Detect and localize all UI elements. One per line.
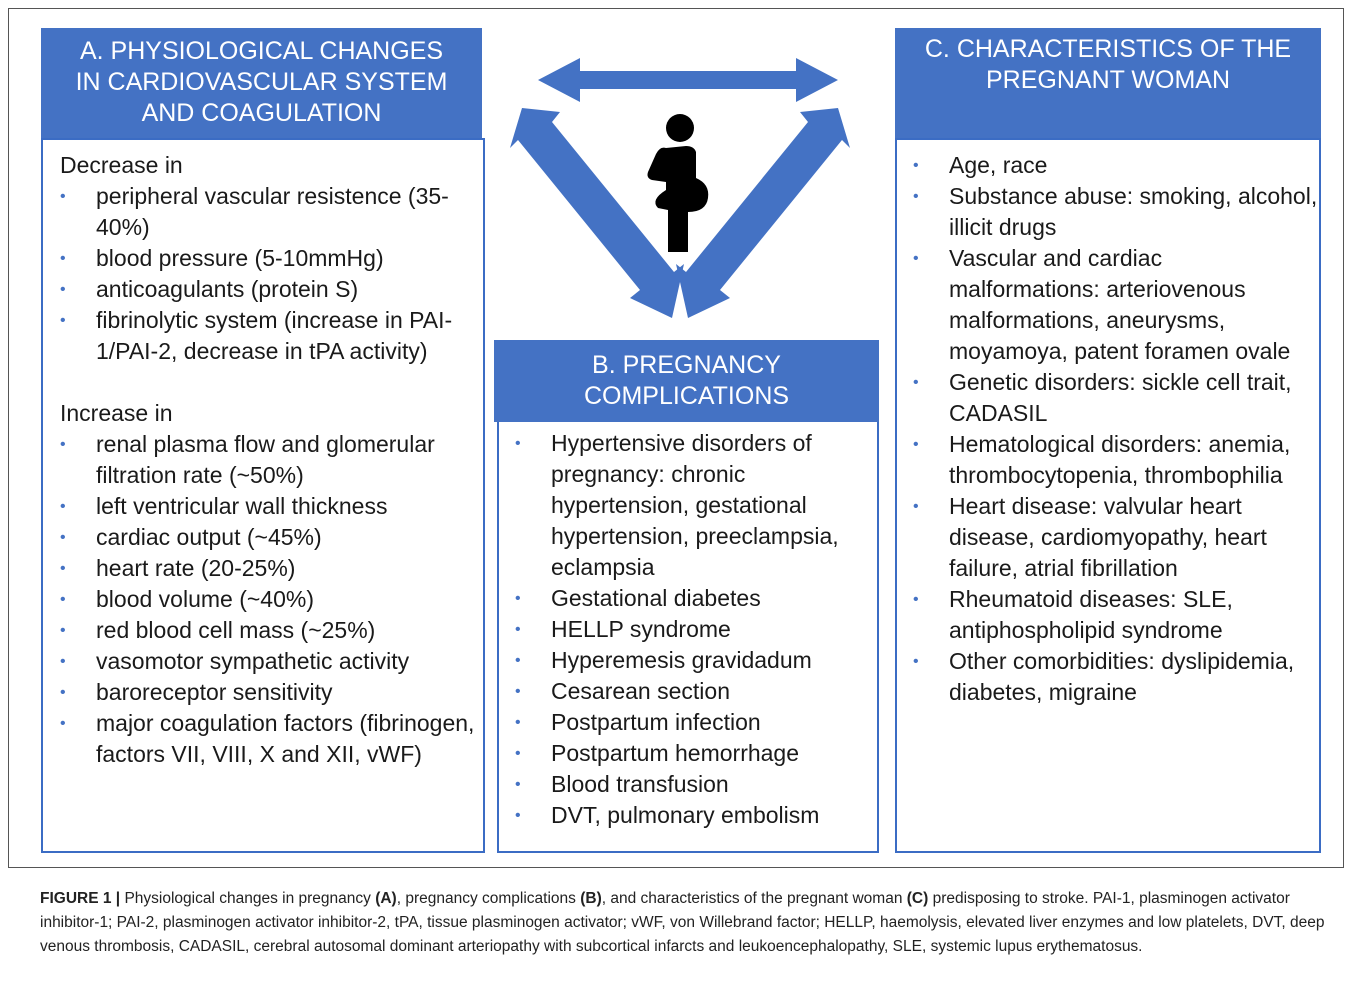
increase-item: red blood cell mass (~25%) <box>60 615 480 646</box>
caption-segment: Physiological changes in pregnancy <box>120 890 376 907</box>
characteristic-item: Hematological disorders: anemia, thrombo… <box>913 429 1318 491</box>
panel-a-content: Decrease in peripheral vascular resisten… <box>60 150 480 770</box>
decrease-item: blood pressure (5-10mmHg) <box>60 243 480 274</box>
caption-label: FIGURE 1 | <box>40 890 121 907</box>
decrease-item: fibrinolytic system (increase in PAI-1/P… <box>60 305 480 367</box>
increase-item: cardiac output (~45%) <box>60 522 480 553</box>
panel-b-content: Hypertensive disorders of pregnancy: chr… <box>515 428 875 831</box>
increase-item: left ventricular wall thickness <box>60 491 480 522</box>
complication-item: HELLP syndrome <box>515 614 875 645</box>
panel-b-header: B. PREGNANCY COMPLICATIONS <box>494 340 879 422</box>
caption-segment: (A) <box>375 890 397 907</box>
increase-item: heart rate (20-25%) <box>60 553 480 584</box>
characteristic-item: Substance abuse: smoking, alcohol, illic… <box>913 181 1318 243</box>
characteristic-item: Rheumatoid diseases: SLE, antiphospholip… <box>913 584 1318 646</box>
increase-item: baroreceptor sensitivity <box>60 677 480 708</box>
complications-list: Hypertensive disorders of pregnancy: chr… <box>515 428 875 831</box>
caption-segment: (B) <box>580 890 602 907</box>
increase-item: renal plasma flow and glomerular filtrat… <box>60 429 480 491</box>
double-headed-arrow-triangle <box>510 58 850 318</box>
panel-a-title-line: AND COAGULATION <box>141 99 382 127</box>
complication-item: Cesarean section <box>515 676 875 707</box>
characteristic-item: Heart disease: valvular heart disease, c… <box>913 491 1318 584</box>
decrease-list: peripheral vascular resistence (35-40%)b… <box>60 181 480 367</box>
caption-segment: , pregnancy complications <box>396 890 581 907</box>
left-diagonal-arrow <box>510 108 684 318</box>
center-diagram <box>510 58 850 318</box>
panel-b-title-line: COMPLICATIONS <box>583 382 790 410</box>
characteristic-item: Genetic disorders: sickle cell trait, CA… <box>913 367 1318 429</box>
increase-heading: Increase in <box>60 400 173 426</box>
panel-c-header: C. CHARACTERISTICS OF THE PREGNANT WOMAN <box>895 28 1321 138</box>
characteristic-item: Age, race <box>913 150 1318 181</box>
pregnant-woman-icon <box>647 114 709 252</box>
panel-b-title-line: B. PREGNANCY <box>592 351 781 379</box>
figure-frame <box>8 8 1344 868</box>
characteristics-list: Age, raceSubstance abuse: smoking, alcoh… <box>913 150 1318 708</box>
panel-a-header: A. PHYSIOLOGICAL CHANGES IN CARDIOVASCUL… <box>41 28 482 138</box>
panel-c-content: Age, raceSubstance abuse: smoking, alcoh… <box>913 150 1318 708</box>
increase-item: major coagulation factors (fibrinogen, f… <box>60 708 480 770</box>
panel-a-title-line: A. PHYSIOLOGICAL CHANGES <box>79 37 444 65</box>
panel-a-title-line: IN CARDIOVASCULAR SYSTEM <box>75 68 448 96</box>
complication-item: DVT, pulmonary embolism <box>515 800 875 831</box>
caption-segment: , and characteristics of the pregnant wo… <box>601 890 907 907</box>
panel-c-title-line: PREGNANT WOMAN <box>986 66 1230 94</box>
caption-segment: predisposing to stroke. PAI-1, plasminog… <box>40 890 1325 955</box>
complication-item: Gestational diabetes <box>515 583 875 614</box>
complication-item: Hypertensive disorders of pregnancy: chr… <box>515 428 875 583</box>
decrease-item: peripheral vascular resistence (35-40%) <box>60 181 480 243</box>
decrease-heading: Decrease in <box>60 152 183 178</box>
panel-c-title-line: C. CHARACTERISTICS OF THE <box>924 35 1292 63</box>
complication-item: Postpartum infection <box>515 707 875 738</box>
increase-item: vasomotor sympathetic activity <box>60 646 480 677</box>
characteristic-item: Other comorbidities: dyslipidemia, diabe… <box>913 646 1318 708</box>
complication-item: Postpartum hemorrhage <box>515 738 875 769</box>
complication-item: Blood transfusion <box>515 769 875 800</box>
characteristic-item: Vascular and cardiac malformations: arte… <box>913 243 1318 367</box>
top-double-arrow <box>538 58 838 102</box>
decrease-item: anticoagulants (protein S) <box>60 274 480 305</box>
increase-list: renal plasma flow and glomerular filtrat… <box>60 429 480 770</box>
caption-body: Physiological changes in pregnancy (A), … <box>40 890 1325 955</box>
caption-segment: (C) <box>906 890 929 907</box>
increase-item: blood volume (~40%) <box>60 584 480 615</box>
figure-caption: FIGURE 1 | Physiological changes in preg… <box>40 887 1330 959</box>
right-diagonal-arrow <box>676 108 850 318</box>
complication-item: Hyperemesis gravidadum <box>515 645 875 676</box>
